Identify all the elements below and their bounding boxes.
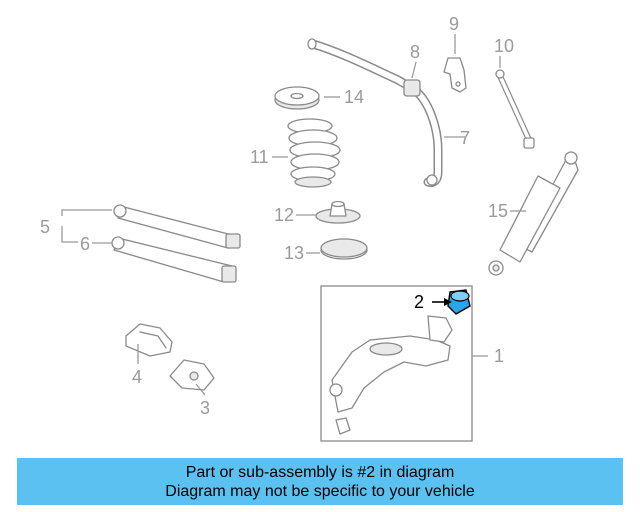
upper-insulator (274, 86, 320, 110)
leader-3 (195, 383, 206, 396)
callout-7: 7 (460, 128, 470, 148)
parts-diagram: 1 2 3 4 5 6 7 8 9 10 11 12 13 14 15 (40, 14, 579, 442)
callout-8: 8 (410, 42, 420, 62)
stabilizer-bar (307, 38, 443, 187)
callout-9: 9 (449, 14, 459, 34)
leader-8 (411, 61, 417, 79)
lower-control-arm (111, 236, 237, 283)
callout-12: 12 (274, 205, 294, 225)
banner-line-2: Diagram may not be specific to your vehi… (165, 482, 475, 500)
callout-10: 10 (494, 36, 514, 56)
callout-15: 15 (488, 201, 508, 221)
highlighted-bushing (447, 289, 471, 315)
callout-4: 4 (132, 367, 142, 387)
callout-13: 13 (284, 243, 304, 263)
lower-arm-assembly (320, 285, 473, 442)
info-banner: Part or sub-assembly is #2 in diagram Di… (17, 458, 623, 505)
upper-control-arm (113, 204, 241, 249)
shock-absorber (488, 151, 579, 276)
mount-3 (169, 359, 215, 391)
callout-5: 5 (40, 217, 50, 237)
mount-4 (125, 323, 173, 357)
leader-5 (61, 209, 112, 243)
coil-spring (287, 118, 341, 188)
bumper (315, 200, 361, 224)
stabilizer-bushing (403, 79, 421, 97)
stabilizer-bracket (443, 57, 467, 93)
arrow-2 (444, 298, 452, 306)
stabilizer-link (495, 69, 535, 149)
callout-2: 2 (414, 292, 424, 312)
callout-6: 6 (80, 234, 90, 254)
callout-3: 3 (200, 398, 210, 418)
callout-11: 11 (250, 147, 269, 167)
banner-line-1: Part or sub-assembly is #2 in diagram (185, 463, 455, 481)
callout-14: 14 (344, 87, 364, 107)
lower-insulator (320, 238, 368, 260)
callout-1: 1 (494, 346, 504, 366)
